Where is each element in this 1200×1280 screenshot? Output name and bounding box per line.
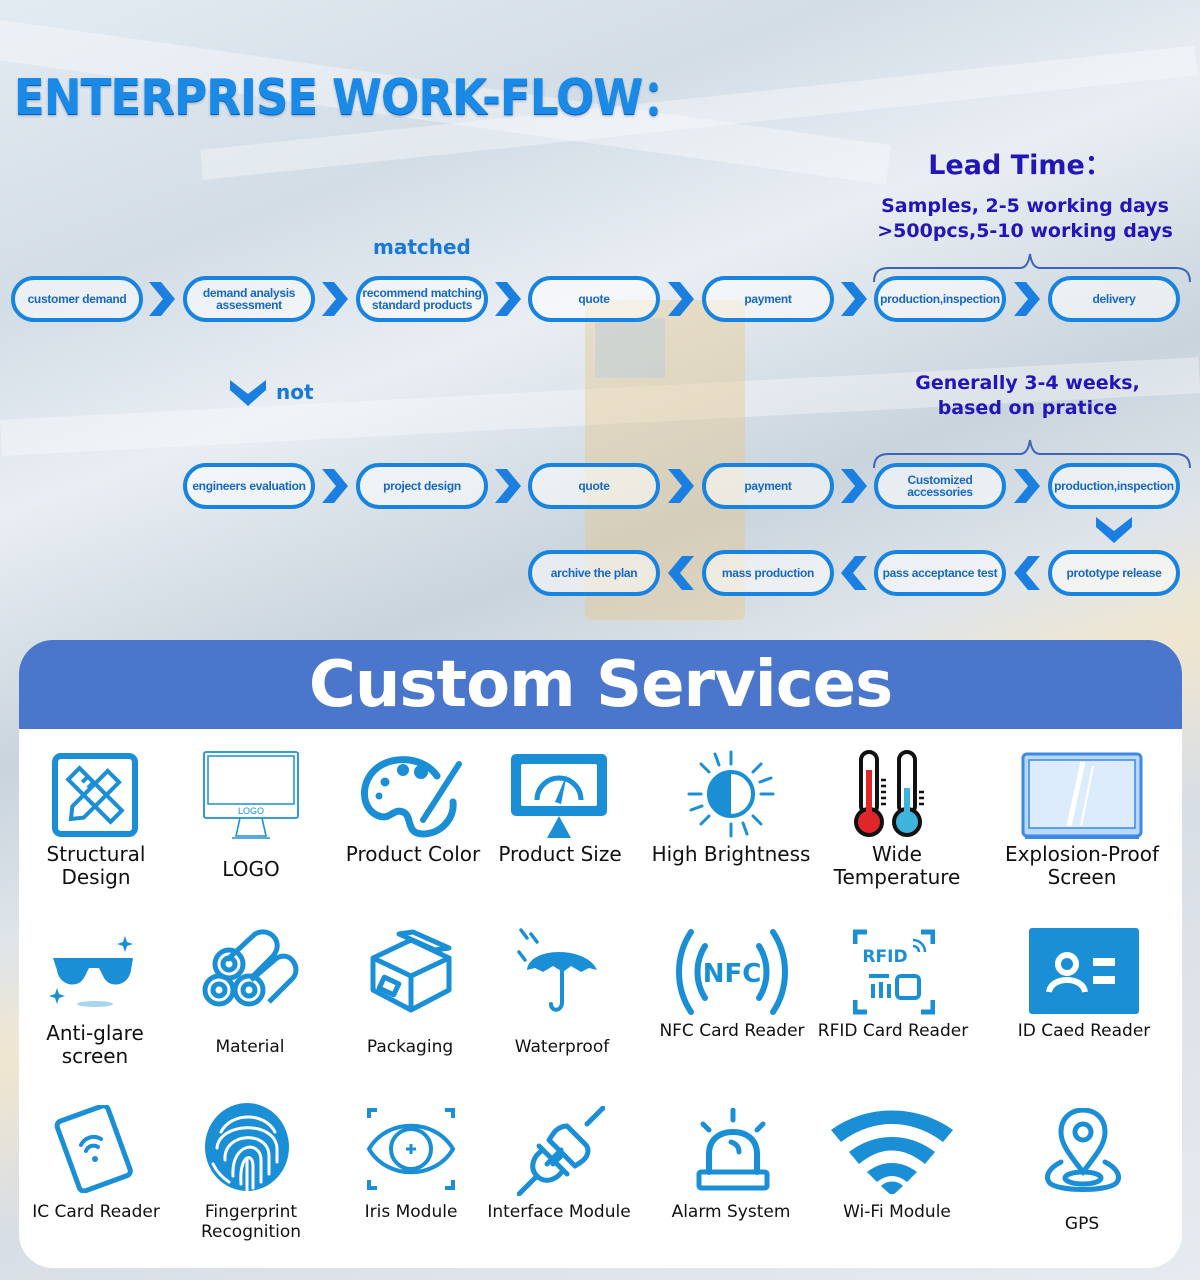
alarm-light-icon [695, 1108, 771, 1192]
background-panel [595, 318, 665, 378]
step-customized-accessories: Customized accessories [874, 463, 1006, 509]
service-label: Material [215, 1037, 285, 1057]
arrow-right-icon [666, 469, 696, 503]
custom-services-panel: Custom Services Structural Design LOGO L… [19, 640, 1182, 1268]
ruler-pencil-icon [51, 752, 139, 838]
palette-icon [359, 750, 467, 838]
eye-iris-icon [365, 1106, 457, 1192]
service-label: Product Color [345, 842, 481, 866]
service-label: Anti-glare screen [46, 1021, 144, 1068]
step-customer-demand: customer demand [11, 276, 143, 322]
arrow-right-icon [493, 469, 523, 503]
service-label: High Brightness [651, 842, 811, 866]
service-label: RFID Card Reader [817, 1021, 969, 1041]
arrow-left-icon [1012, 556, 1042, 590]
step-recommend-matching: recommend matching standard products [356, 276, 488, 322]
rfid-icon: RFID [853, 928, 935, 1016]
service-label: LOGO [222, 857, 280, 881]
step-production-inspection-custom: production,inspection [1048, 463, 1180, 509]
monitor-logo-icon: LOGO [202, 750, 300, 842]
step-engineers-evaluation: engineers evaluation [183, 463, 315, 509]
nfc-icon-text: NFC [703, 959, 762, 989]
logo-screen-text: LOGO [238, 806, 264, 816]
umbrella-icon [515, 926, 601, 1016]
id-card-icon [1029, 928, 1139, 1014]
rfid-icon-text: RFID [862, 947, 907, 967]
step-payment: payment [702, 276, 834, 322]
box-icon [369, 928, 453, 1014]
lead-time-samples: Samples, 2-5 working days [881, 195, 1169, 217]
custom-lead-note-line1: Generally 3-4 weeks, [915, 372, 1140, 394]
map-pin-icon [1039, 1108, 1127, 1198]
thermometer-icon [853, 750, 933, 838]
service-label: Iris Module [364, 1202, 458, 1222]
service-label: Wi-Fi Module [843, 1202, 951, 1222]
tablet-screen-icon [1021, 752, 1143, 840]
step-prototype-release: prototype release [1048, 550, 1180, 596]
custom-lead-brace [873, 439, 1191, 469]
lead-time-title: Lead Time： [928, 150, 1112, 181]
arrow-right-icon [493, 282, 523, 316]
arrow-right-icon [839, 282, 869, 316]
step-project-design: project design [356, 463, 488, 509]
step-pass-acceptance-test: pass acceptance test [874, 550, 1006, 596]
lead-time-bulk: >500pcs,5-10 working days [877, 220, 1173, 242]
service-label: GPS [1064, 1214, 1100, 1234]
arrow-right-icon [839, 469, 869, 503]
service-label: Fingerprint Recognition [200, 1202, 302, 1242]
not-label: not [276, 380, 314, 404]
service-label: Alarm System [671, 1202, 791, 1222]
service-label: Wide Temperature [833, 842, 961, 889]
arrow-right-icon [320, 282, 350, 316]
fingerprint-icon [203, 1102, 291, 1192]
step-quote: quote [528, 276, 660, 322]
arrow-right-icon [666, 282, 696, 316]
service-label: IC Card Reader [32, 1202, 160, 1222]
service-label: Structural Design [46, 842, 146, 889]
service-label: ID Caed Reader [1017, 1021, 1151, 1041]
wifi-icon [831, 1110, 953, 1194]
step-archive-plan: archive the plan [528, 550, 660, 596]
step-payment-custom: payment [702, 463, 834, 509]
workflow-title: ENTERPRISE WORK-FLOW： [14, 69, 687, 126]
service-label: NFC Card Reader [659, 1021, 805, 1041]
arrow-right-icon [147, 282, 177, 316]
gauge-monitor-icon [509, 752, 609, 838]
arrow-down-icon [1096, 515, 1132, 545]
step-quote-custom: quote [528, 463, 660, 509]
service-label: Interface Module [487, 1202, 631, 1222]
service-label: Packaging [366, 1037, 454, 1057]
service-label: Explosion-Proof Screen [1004, 842, 1160, 889]
service-label: Waterproof [514, 1037, 610, 1057]
brightness-sun-icon [685, 748, 777, 840]
arrow-right-icon [1012, 469, 1042, 503]
service-label: Product Size [498, 842, 622, 866]
plug-icon [517, 1106, 605, 1196]
arrow-left-icon [839, 556, 869, 590]
step-delivery: delivery [1048, 276, 1180, 322]
nfc-icon: NFC [675, 928, 789, 1016]
arrow-down-icon [230, 378, 266, 408]
arrow-left-icon [666, 556, 696, 590]
material-rolls-icon [199, 928, 299, 1014]
custom-lead-note-line2: based on pratice [937, 397, 1118, 419]
step-production-inspection: production,inspection [874, 276, 1006, 322]
step-mass-production: mass production [702, 550, 834, 596]
custom-services-title: Custom Services [19, 640, 1182, 729]
ic-card-icon [53, 1105, 137, 1193]
arrow-right-icon [1012, 282, 1042, 316]
matched-label: matched [373, 235, 471, 259]
arrow-right-icon [320, 469, 350, 503]
step-demand-analysis: demand analysis assessment [183, 276, 315, 322]
sunglasses-icon [49, 928, 141, 1012]
lead-time-brace [873, 253, 1191, 283]
